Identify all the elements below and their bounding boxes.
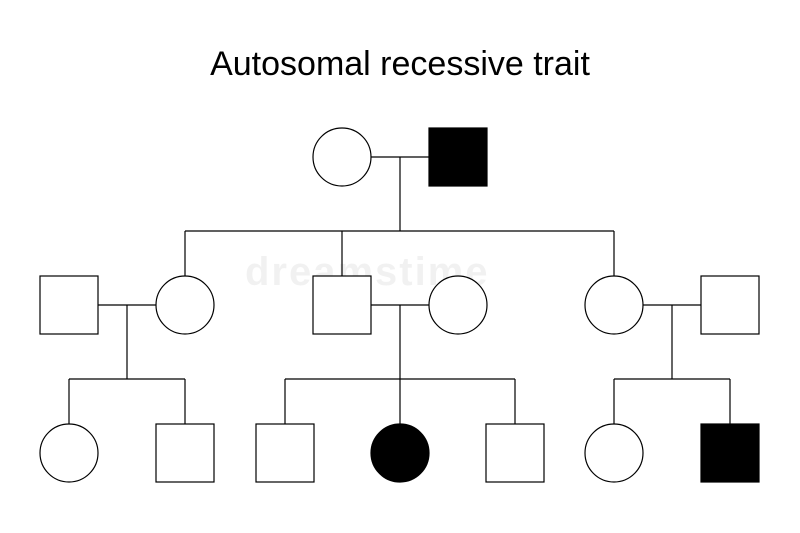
pedigree-connector-lines (68, 156, 731, 424)
unaffected-male-square-g3-middle-son-2 (485, 423, 545, 483)
unaffected-male-square-g2-spouse-left (39, 275, 99, 335)
unaffected-female-circle-g1-mother (312, 127, 372, 187)
unaffected-male-square-g2-spouse-right (700, 275, 760, 335)
unaffected-female-circle-g2-daughter-left (155, 275, 215, 335)
unaffected-female-circle-g2-spouse-middle (428, 275, 488, 335)
diagram-title: Autosomal recessive trait (210, 45, 590, 83)
unaffected-female-circle-g2-daughter-right (584, 275, 644, 335)
unaffected-female-circle-g3-left-daughter (39, 423, 99, 483)
unaffected-female-circle-g3-right-daughter (584, 423, 644, 483)
affected-male-square-g1-father (428, 127, 488, 187)
affected-female-circle-g3-middle-daughter (370, 423, 430, 483)
pedigree-symbols (39, 127, 760, 483)
unaffected-male-square-g3-middle-son-1 (255, 423, 315, 483)
affected-male-square-g3-right-son (700, 423, 760, 483)
unaffected-male-square-g2-son-middle (312, 275, 372, 335)
unaffected-male-square-g3-left-son (155, 423, 215, 483)
